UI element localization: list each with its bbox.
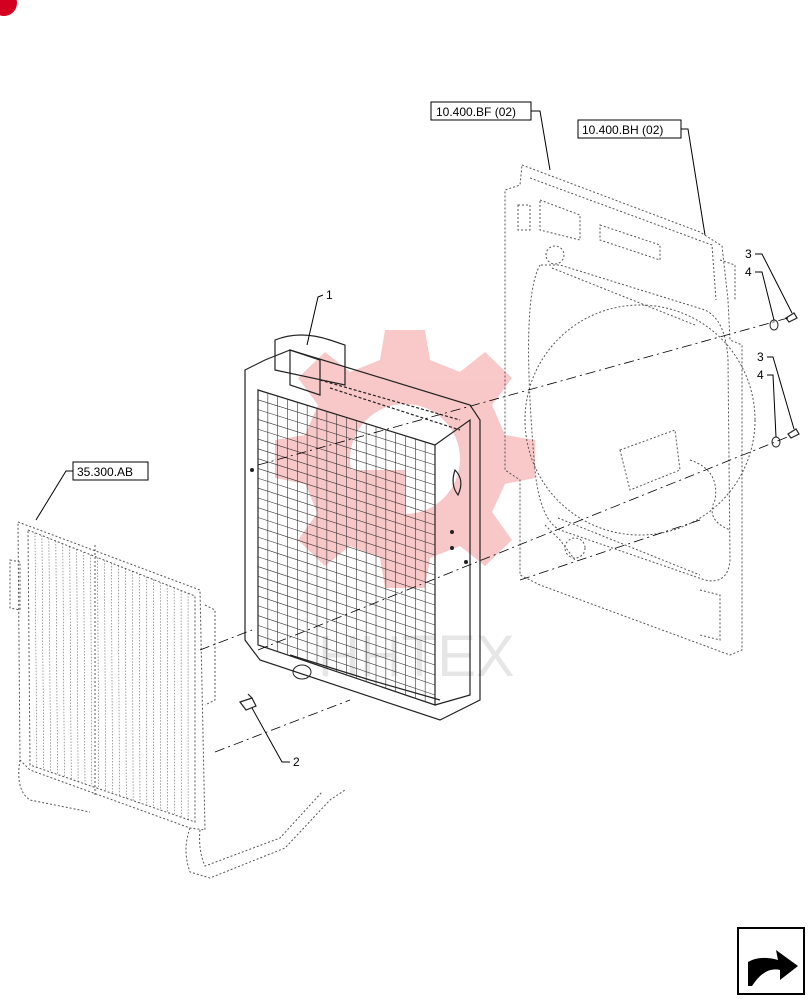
reference-label: 10.400.BH (02) [582, 123, 663, 137]
leader-washer-lower [767, 374, 777, 438]
corner-badge [0, 0, 17, 16]
next-page-arrow-icon[interactable] [737, 927, 805, 995]
radiator-assembly [244, 334, 481, 721]
centerline-mid [257, 435, 791, 651]
reference-label: 10.400.BF (02) [436, 105, 516, 119]
reference-frame-top-left[interactable]: 10.400.BF (02) [430, 101, 532, 121]
drain-valve [239, 693, 257, 711]
cooler-assembly [9, 521, 346, 879]
centerline-mount [519, 519, 701, 581]
callout-radiator: 1 [326, 288, 333, 302]
callout-drain-valve: 2 [293, 755, 300, 769]
leader-bolt-lower [767, 356, 795, 430]
leader-radiator [306, 294, 324, 346]
watermark-gear [275, 330, 535, 588]
callout-bolt-upper: 3 [745, 247, 752, 261]
centerline-lower [199, 629, 253, 651]
leader-frame-top-right [681, 128, 706, 236]
reference-frame-top-right[interactable]: 10.400.BH (02) [577, 119, 682, 139]
leader-frame-top-left [531, 110, 551, 171]
frame-shroud [504, 164, 756, 656]
centerline-upper [257, 317, 789, 466]
reference-cooler[interactable]: 35.300.AB [72, 461, 149, 481]
centerline-drain [214, 699, 351, 753]
callout-washer-lower: 4 [757, 368, 764, 382]
leader-bolt-upper [755, 253, 793, 314]
callout-washer-upper: 4 [745, 265, 752, 279]
reference-label: 35.300.AB [77, 465, 133, 479]
leader-cooler [35, 470, 73, 521]
callout-bolt-lower: 3 [757, 350, 764, 364]
leader-washer-upper [755, 271, 775, 321]
leader-drain-valve [251, 707, 290, 763]
watermark-text: HHTEX [318, 624, 515, 689]
